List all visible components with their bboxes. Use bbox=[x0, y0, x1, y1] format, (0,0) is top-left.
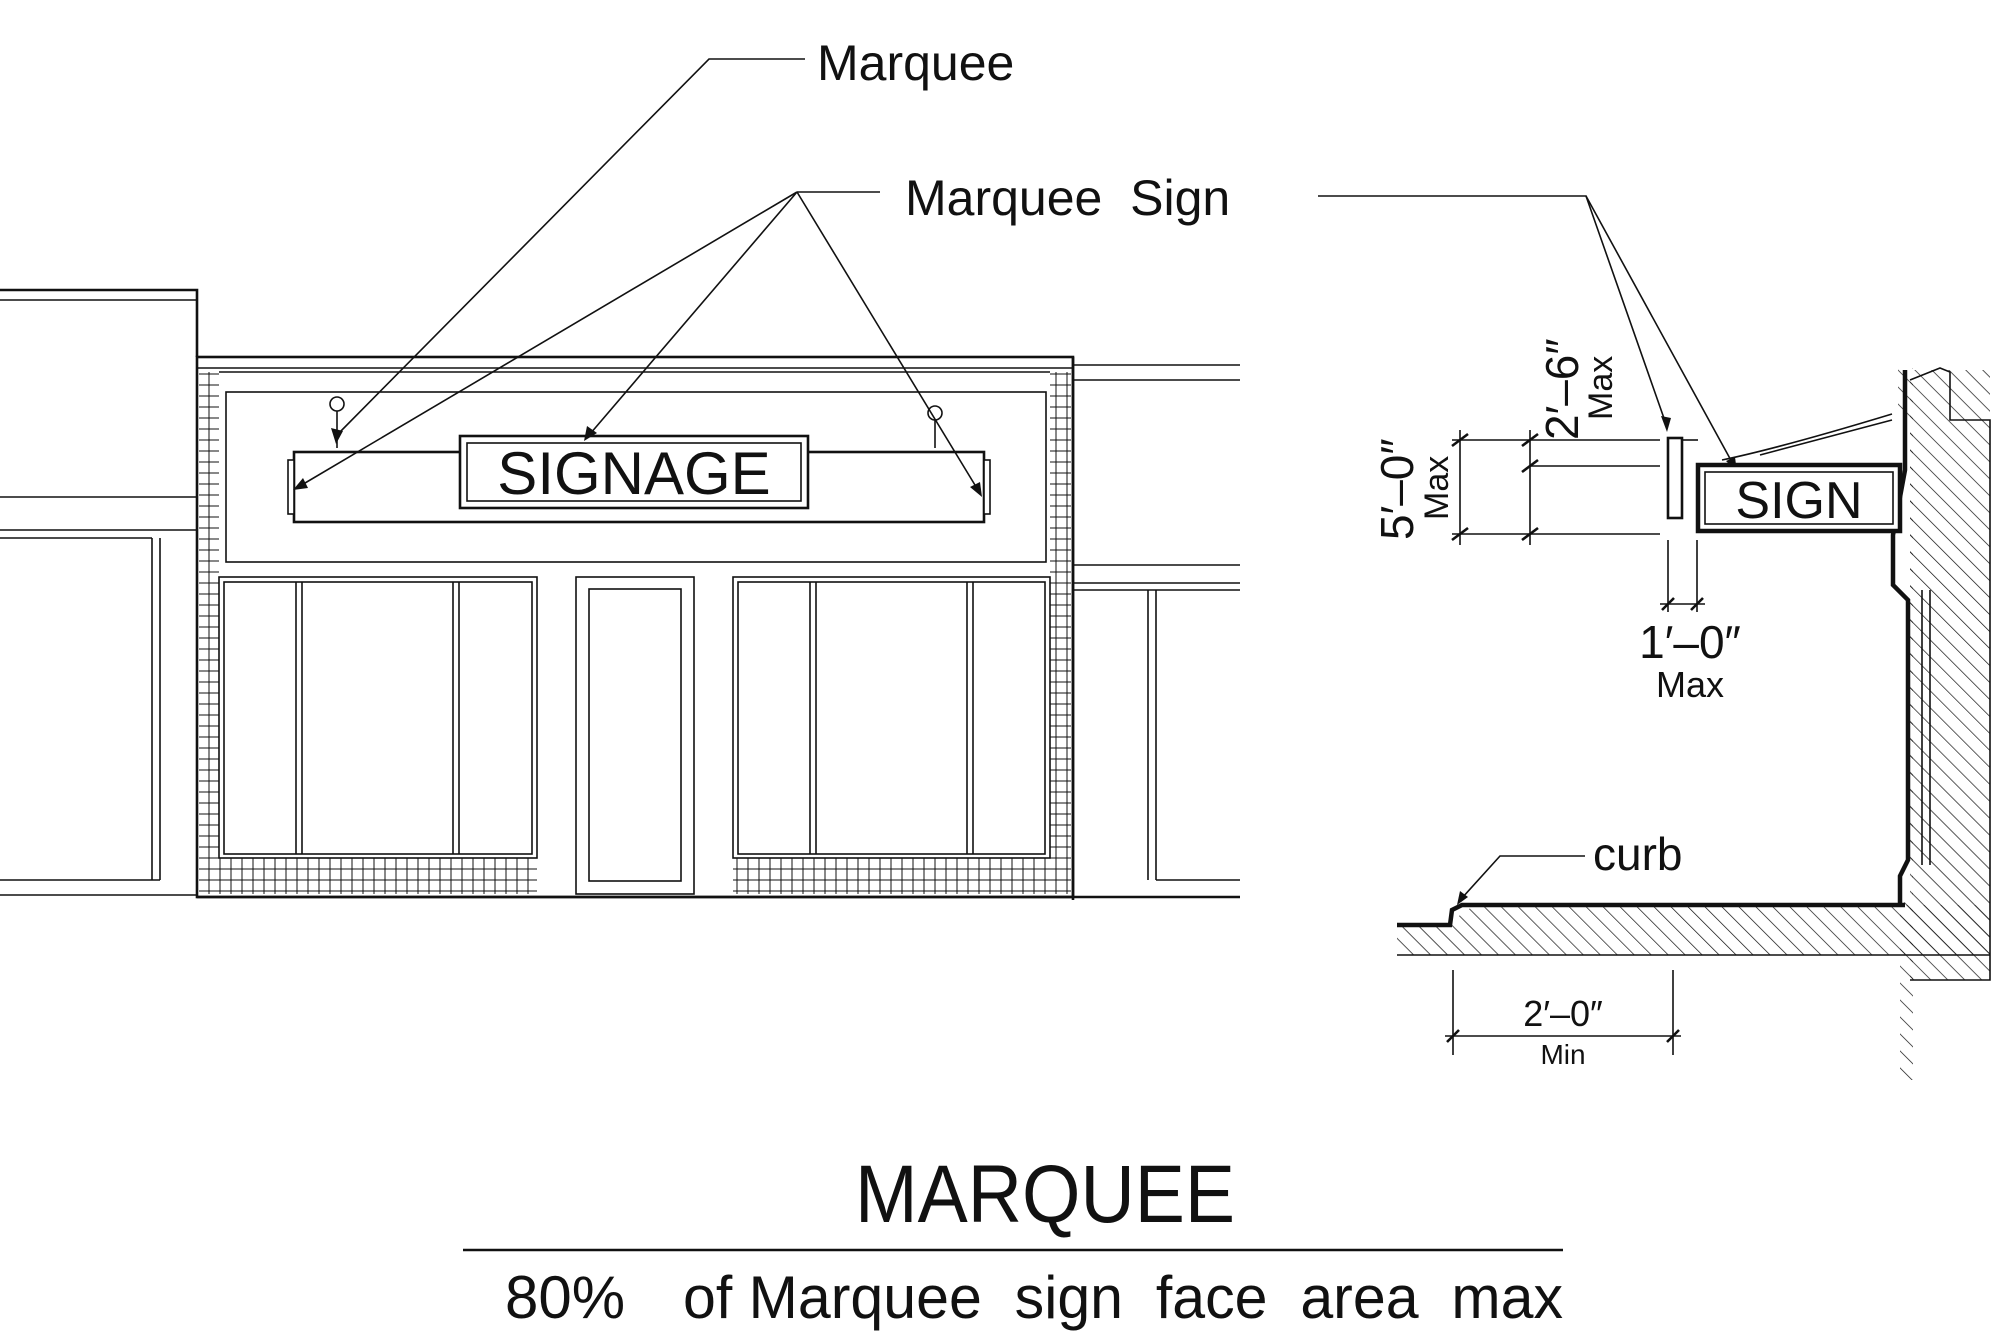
dim-sign-height-value: 2′–6″ bbox=[1536, 338, 1588, 440]
sign-face-side-text: SIGN bbox=[1735, 472, 1862, 530]
neighbor-building-right bbox=[1073, 364, 1240, 881]
dim-depth-qualifier: Max bbox=[1656, 664, 1724, 705]
label-curb: curb bbox=[1593, 828, 1682, 880]
dim-height-qualifier: Max bbox=[1418, 456, 1456, 520]
storefront-elevation: SIGNAGE bbox=[0, 288, 1240, 900]
section-view: SIGN curb bbox=[1397, 367, 1991, 1080]
sign-face-front-text: SIGNAGE bbox=[497, 440, 770, 507]
dim-depth-value: 1′–0″ bbox=[1639, 616, 1741, 668]
building-wall-section bbox=[1898, 368, 1913, 1080]
dim-curb-value: 2′–0″ bbox=[1523, 993, 1603, 1034]
dimensions: 5′–0″ Max 2′–6″ Max 1′–0″ Max 2′–0″ Min bbox=[1371, 338, 1741, 1070]
label-marquee: Marquee bbox=[817, 35, 1014, 91]
label-marquee-sign: Marquee Sign bbox=[905, 170, 1230, 226]
dim-sign-height-qualifier: Max bbox=[1582, 356, 1620, 420]
marquee-sign-front: SIGNAGE bbox=[287, 396, 991, 524]
dim-height-value: 5′–0″ bbox=[1371, 438, 1423, 540]
neighbor-building-left bbox=[0, 288, 199, 881]
caption-text: of Marquee sign face area max bbox=[683, 1264, 1563, 1331]
caption-percent: 80% bbox=[505, 1264, 625, 1331]
page-title: MARQUEE bbox=[855, 1149, 1235, 1240]
title-block: MARQUEE 80% of Marquee sign face area ma… bbox=[463, 1149, 1563, 1331]
dim-curb-qualifier: Min bbox=[1540, 1039, 1585, 1070]
